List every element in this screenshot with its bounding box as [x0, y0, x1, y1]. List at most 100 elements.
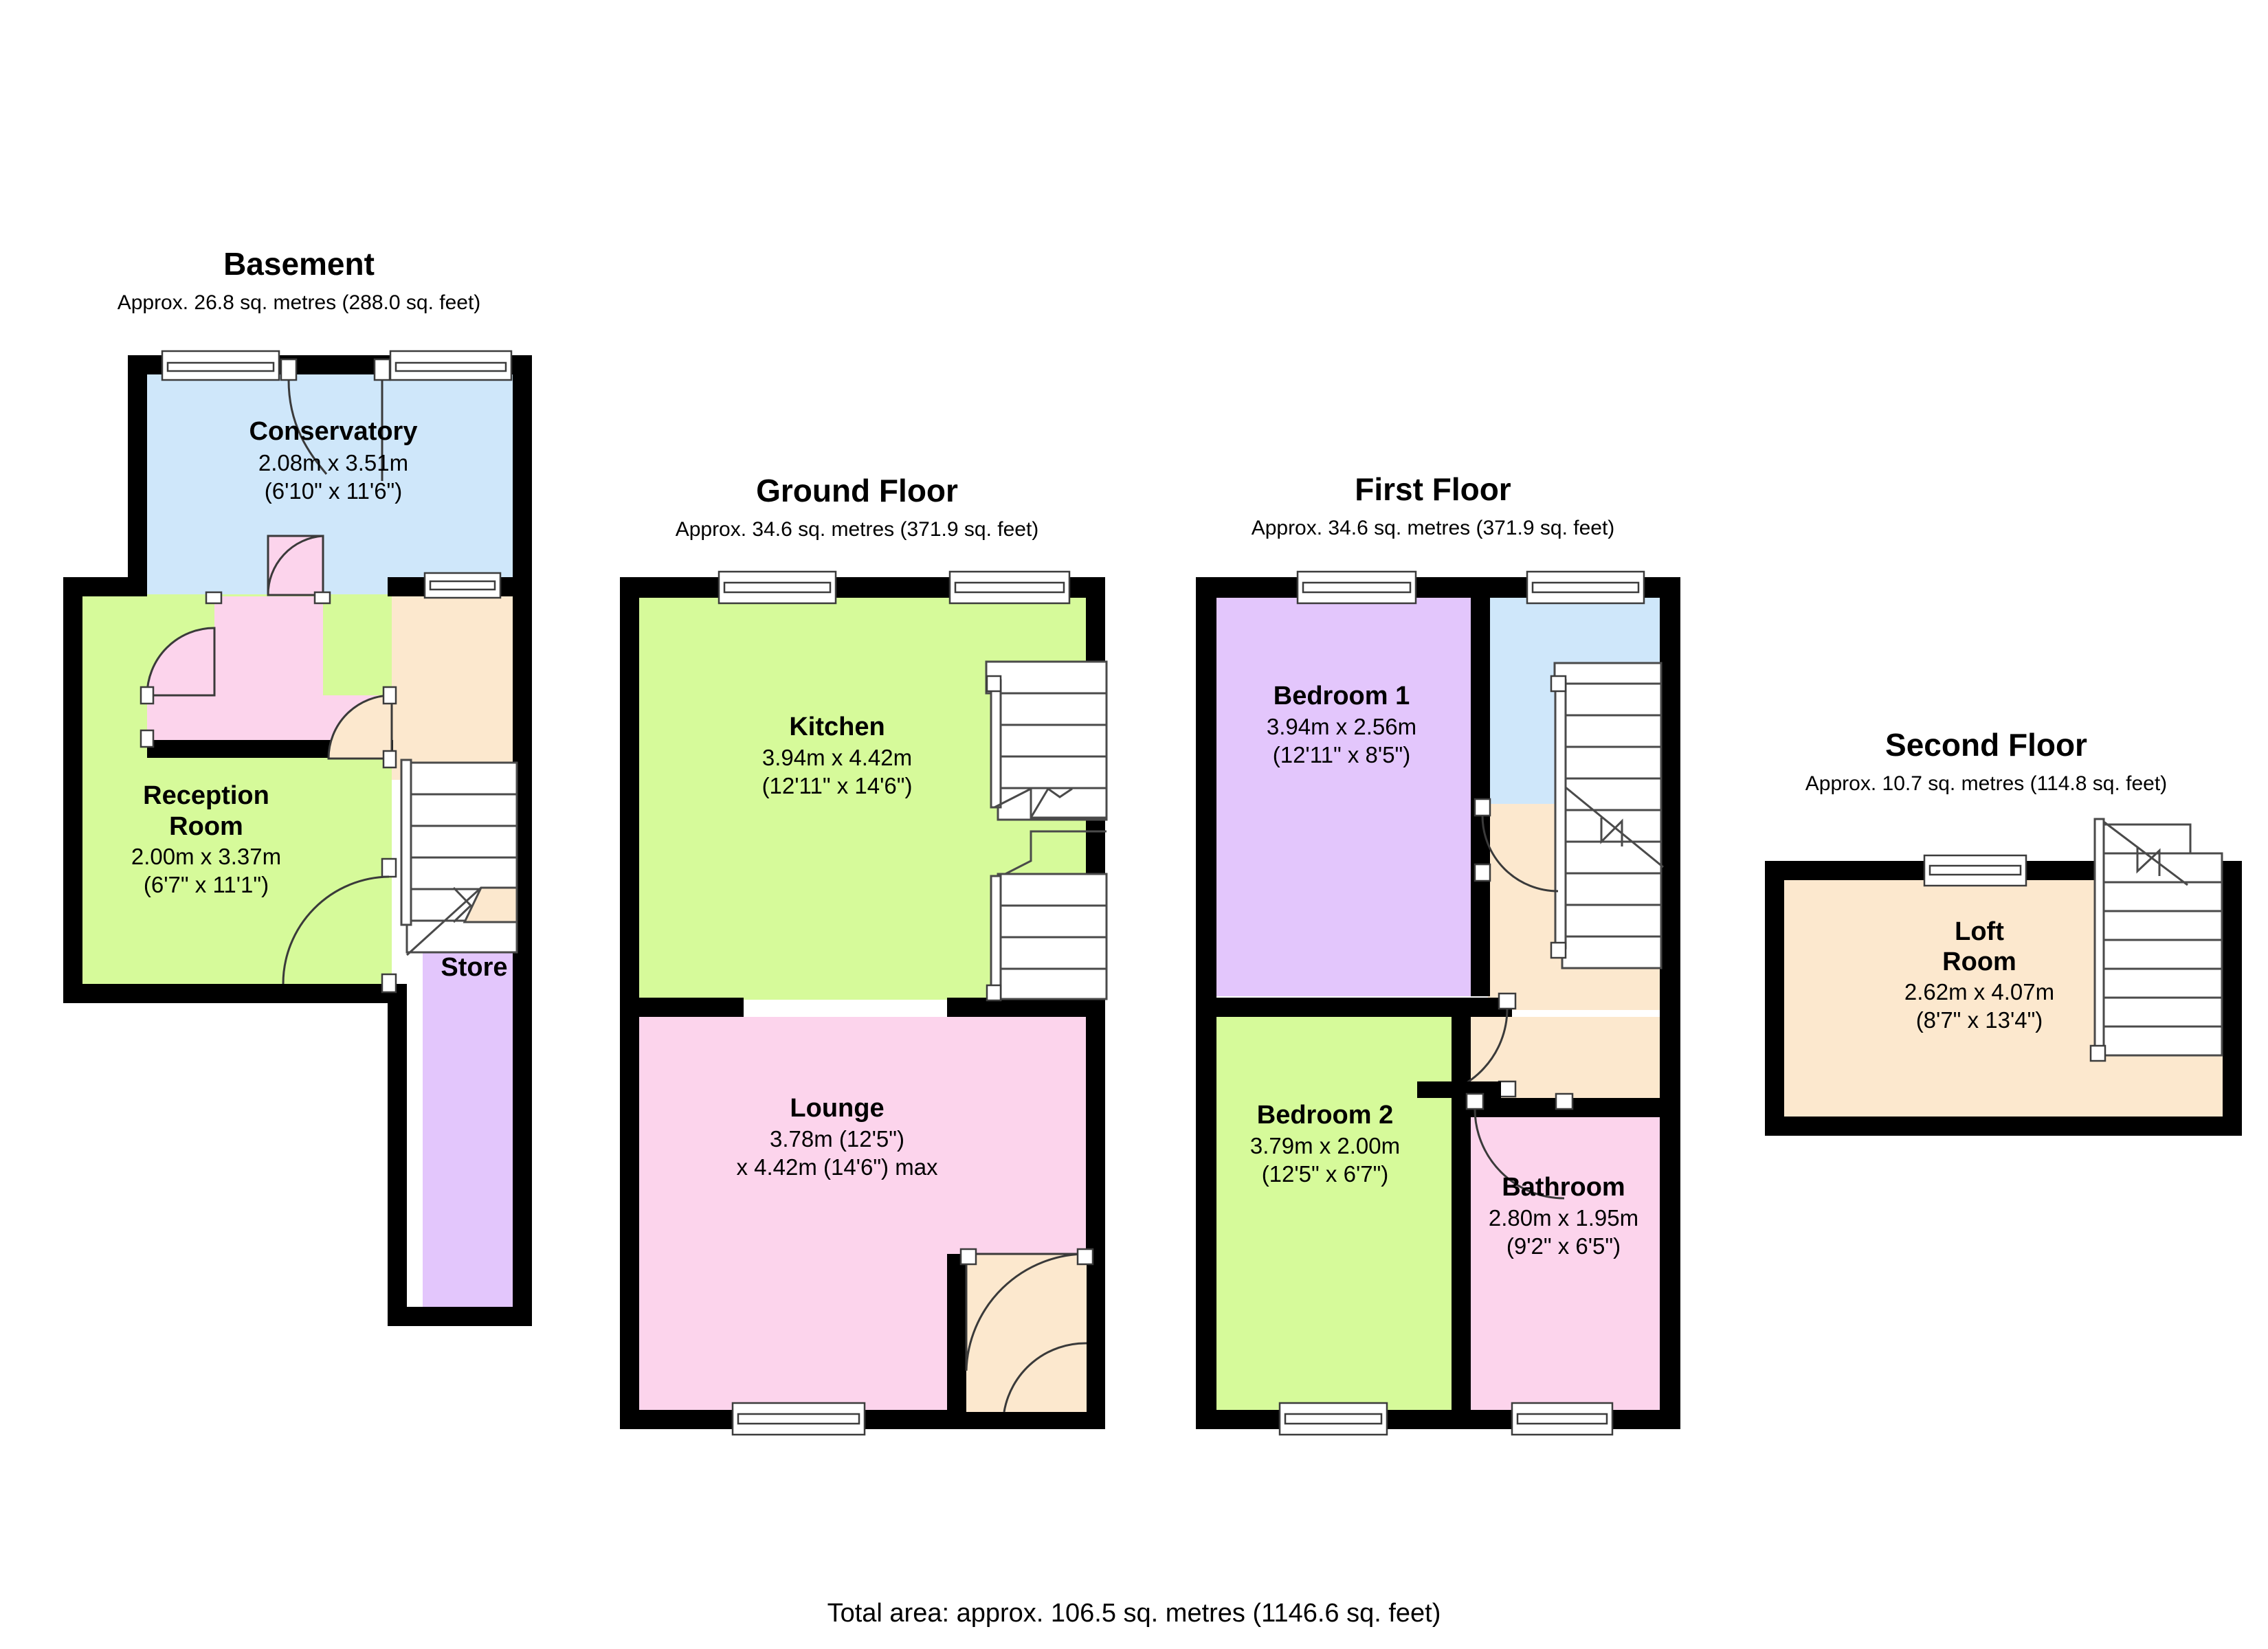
lounge-door-swing-lower	[1003, 1342, 1087, 1413]
floor-ground: Ground Floor Approx. 34.6 sq. metres (37…	[620, 473, 1108, 1436]
vestibule-jamb-b	[313, 591, 331, 605]
bedroom-1-label: Bedroom 1	[1274, 682, 1410, 710]
second-floor-area-label: Approx. 10.7 sq. metres (114.8 sq. feet)	[1805, 772, 2167, 795]
ground-interior-wall-right	[947, 998, 1105, 1017]
basement-wall-bottom-store	[388, 1307, 532, 1326]
conservatory-dim-imperial: (6'10" x 11'6")	[265, 478, 403, 504]
bathroom-dim-imperial: (9'2" x 6'5")	[1507, 1233, 1621, 1259]
conservatory-wall-left	[128, 355, 147, 596]
total-area-label: Total area: approx. 106.5 sq. metres (11…	[827, 1599, 1441, 1628]
first-floor-stairs	[1550, 662, 1664, 969]
conservatory-door-jamb-right	[373, 358, 391, 381]
basement-wall-store-left	[388, 984, 407, 1326]
bathroom-dim-metric: 2.80m x 1.95m	[1489, 1205, 1638, 1231]
kitchen-window-right	[948, 570, 1071, 605]
loft-wall-right	[2223, 861, 2242, 1136]
basement-hall-window	[423, 572, 502, 599]
floor-first: First Floor Approx. 34.6 sq. metres (371…	[1196, 471, 1680, 1436]
loft-window	[1923, 854, 2027, 887]
bedroom-1-door-swing	[1481, 815, 1559, 893]
store-door-swing	[282, 875, 390, 985]
conservatory-dim-metric: 2.08m x 3.51m	[258, 450, 408, 475]
reception-dim-imperial: (6'7" x 11'1")	[144, 872, 269, 897]
hall-jamb-b	[382, 750, 397, 769]
loft-wall-bottom	[1765, 1117, 2242, 1136]
loft-room-label-1: Loft	[1955, 917, 2004, 946]
basement-hall-door-swing	[327, 694, 393, 760]
basement-wall-top-left-stub	[63, 577, 147, 596]
hall-jamb-a	[382, 686, 397, 705]
store-label: Store	[441, 953, 507, 982]
bathroom-wall-left	[1452, 1098, 1471, 1415]
vestibule-jamb-a	[205, 591, 223, 605]
bedroom-1-floor	[1216, 598, 1471, 996]
kitchen-label: Kitchen	[789, 713, 885, 741]
bathroom-window	[1511, 1402, 1614, 1436]
first-floor-title: First Floor	[1355, 471, 1511, 507]
floor-second: Second Floor Approx. 10.7 sq. metres (11…	[1765, 727, 2242, 1136]
first-wall-right	[1660, 577, 1680, 1429]
bedroom-2-door-jamb-b	[1498, 1080, 1517, 1098]
ground-hall-wall	[947, 1254, 966, 1429]
basement-wall-bottom-reception	[63, 984, 407, 1003]
first-floor-area-label: Approx. 34.6 sq. metres (371.9 sq. feet)	[1252, 517, 1615, 539]
bedroom-2-label: Bedroom 2	[1257, 1101, 1393, 1130]
basement-title: Basement	[223, 246, 375, 282]
reception-room-label-2: Room	[169, 812, 243, 841]
basement-hall-floor	[392, 594, 526, 780]
conservatory-door-jamb-left	[280, 358, 298, 381]
bathroom-floor	[1471, 1099, 1660, 1415]
ground-floor-title: Ground Floor	[756, 473, 958, 508]
loft-wall-left	[1765, 861, 1784, 1136]
bedroom-1-wall-right	[1471, 596, 1490, 996]
kitchen-dim-imperial: (12'11" x 14'6")	[762, 773, 913, 798]
bedroom-2-door-sill	[1417, 1081, 1501, 1098]
reception-dim-metric: 2.00m x 3.37m	[131, 844, 281, 869]
conservatory-window-right	[389, 350, 513, 381]
lounge-dim-imperial: x 4.42m (14'6") max	[736, 1154, 938, 1180]
bedroom-2-dim-metric: 3.79m x 2.00m	[1250, 1133, 1400, 1158]
lounge-window-bottom	[731, 1402, 866, 1436]
conservatory-label: Conservatory	[249, 417, 418, 446]
lounge-label: Lounge	[790, 1094, 884, 1123]
reception-door-swing	[146, 627, 216, 697]
bedroom-1-dim-imperial: (12'11" x 8'5")	[1273, 742, 1411, 767]
lounge-dim-metric: 3.78m (12'5")	[770, 1126, 904, 1152]
reception-room-label-1: Reception	[143, 781, 269, 810]
bathroom-label: Bathroom	[1502, 1173, 1625, 1202]
bedroom-2-dim-imperial: (12'5" x 6'7")	[1262, 1161, 1389, 1187]
bedroom-1-window	[1296, 570, 1417, 605]
bathroom-door-jamb-b	[1555, 1092, 1574, 1110]
conservatory-window-left	[161, 350, 280, 381]
bedroom-2-window	[1278, 1402, 1388, 1436]
ground-stairs	[985, 660, 1108, 1002]
first-landing-window	[1526, 570, 1645, 605]
ground-floor-area-label: Approx. 34.6 sq. metres (371.9 sq. feet)	[676, 518, 1039, 541]
floor-basement: Basement Approx. 26.8 sq. metres (288.0 …	[63, 246, 532, 1326]
bedroom-2-floor	[1216, 1017, 1471, 1415]
loft-stairs	[2089, 818, 2223, 1062]
loft-room-label-2: Room	[1942, 947, 2016, 976]
loft-dim-imperial: (8'7" x 13'4")	[1916, 1007, 2043, 1033]
bedroom-1-dim-metric: 3.94m x 2.56m	[1267, 714, 1416, 739]
lounge-door-swing-upper	[965, 1253, 1087, 1371]
conservatory-door-swing-left	[287, 379, 328, 475]
loft-dim-metric: 2.62m x 4.07m	[1904, 979, 2054, 1005]
store-jamb-a	[381, 857, 397, 878]
vestibule-jamb-c	[140, 686, 155, 705]
ground-interior-wall-left	[620, 998, 744, 1017]
bedroom-2-door-jamb-a	[1498, 992, 1517, 1010]
bathroom-door-swing	[1474, 1108, 1565, 1200]
vestibule-jamb-d	[140, 729, 155, 748]
kitchen-window-left	[718, 570, 837, 605]
lounge-door-jamb-b	[1076, 1248, 1094, 1266]
lounge-door-jamb-a	[959, 1248, 977, 1266]
basement-area-label: Approx. 26.8 sq. metres (288.0 sq. feet)	[118, 291, 481, 314]
basement-vestibule-floor	[147, 596, 388, 740]
basement-stairs	[400, 759, 518, 956]
basement-wall-left	[63, 577, 82, 1003]
store-jamb-b	[381, 973, 397, 994]
conservatory-wall-right	[513, 355, 532, 596]
